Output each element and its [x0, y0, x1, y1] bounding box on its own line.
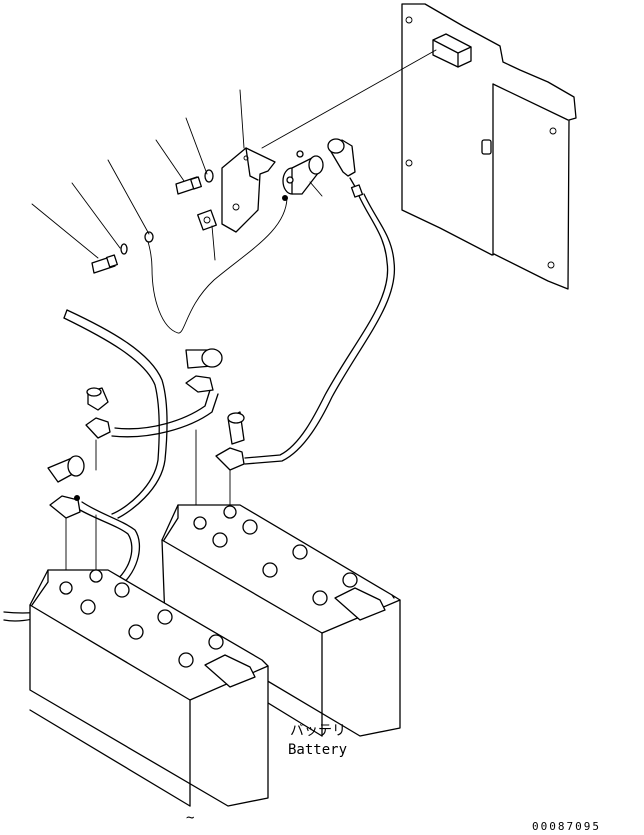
- battery-relay-switch: [282, 150, 324, 201]
- relay-cable-inner: [244, 193, 396, 465]
- battery-label-jp: バッテリ: [290, 723, 346, 739]
- battery-label-en: Battery: [288, 742, 347, 758]
- drawing-code: 00087095: [532, 820, 601, 833]
- link-cable-outer: [114, 389, 211, 430]
- main-cable-outer: [66, 309, 168, 519]
- leader-block: [261, 49, 437, 149]
- relay-cable-outer: [244, 195, 389, 459]
- callout-leaders: [31, 89, 323, 261]
- small-hardware: [91, 169, 217, 274]
- battery-left: [29, 569, 269, 807]
- tilde-mark: ~: [186, 810, 194, 826]
- link-cable-inner: [111, 393, 219, 438]
- switch-bracket: [221, 147, 276, 233]
- main-cable-inner: [63, 317, 160, 515]
- mounting-plate: [401, 3, 577, 290]
- terminal-parts: [47, 348, 245, 519]
- ground-wire: [146, 197, 288, 334]
- terminal-cap-upper: [327, 138, 364, 198]
- cable-end-left: [63, 309, 68, 319]
- rubber-block: [432, 33, 472, 68]
